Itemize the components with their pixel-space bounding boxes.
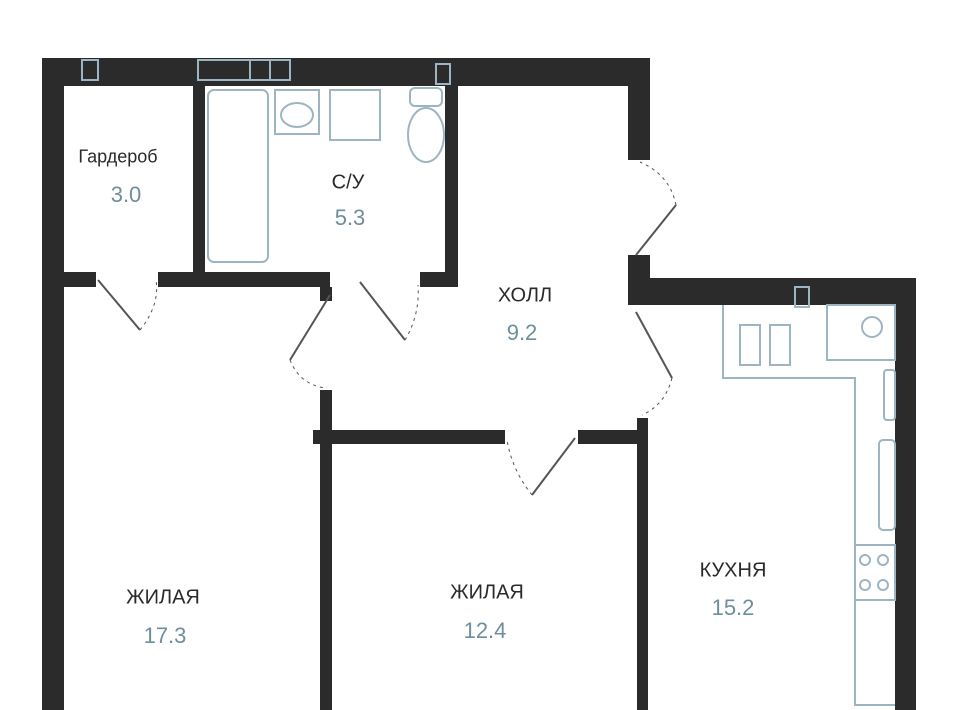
vent-icon bbox=[197, 59, 271, 81]
fixtures bbox=[81, 59, 896, 706]
wall bbox=[158, 272, 330, 287]
room-name-bathroom: С/У bbox=[331, 171, 365, 194]
sink-icon bbox=[274, 89, 320, 135]
doors bbox=[97, 161, 677, 496]
door bbox=[531, 437, 576, 496]
sink-bowl-icon bbox=[280, 102, 314, 128]
wall bbox=[420, 272, 458, 287]
vent-icon bbox=[249, 59, 291, 81]
kitchen-counter bbox=[722, 305, 895, 706]
fridge-icon bbox=[878, 439, 896, 531]
bath-right-wall bbox=[445, 86, 458, 286]
door bbox=[635, 311, 673, 379]
room-area-wardrobe: 3.0 bbox=[110, 182, 142, 207]
wardrobe-bath-divider bbox=[193, 86, 205, 278]
room-area-kitchen: 15.2 bbox=[711, 595, 755, 620]
room-area-bathroom: 5.3 bbox=[334, 205, 366, 230]
room-name-kitchen: КУХНЯ bbox=[699, 559, 767, 582]
room-area-living-1: 17.3 bbox=[143, 623, 187, 648]
wall bbox=[320, 390, 332, 710]
top-wall bbox=[42, 58, 650, 86]
toilet-icon bbox=[407, 107, 445, 163]
left-wall bbox=[42, 58, 64, 710]
boiler-icon bbox=[826, 304, 896, 361]
vent-icon bbox=[794, 286, 810, 308]
vent-icon bbox=[435, 63, 451, 85]
door bbox=[635, 204, 677, 256]
kitchen-top-wall bbox=[628, 278, 916, 305]
dishwasher-icon bbox=[883, 369, 896, 421]
washer-icon bbox=[329, 89, 381, 141]
hall-right-wall-upper bbox=[628, 58, 650, 160]
toilet-tank-icon bbox=[409, 87, 443, 107]
fan-icon bbox=[861, 316, 883, 338]
room-name-living-2: ЖИЛАЯ bbox=[450, 581, 524, 604]
right-wall bbox=[895, 278, 916, 710]
wall bbox=[320, 287, 332, 301]
room-area-hall: 9.2 bbox=[506, 320, 538, 345]
wall bbox=[313, 430, 505, 444]
walls bbox=[42, 58, 916, 710]
door bbox=[97, 279, 141, 331]
kitchen-sink-icon bbox=[769, 324, 791, 366]
bathtub-icon bbox=[207, 89, 269, 263]
room-name-hall: ХОЛЛ bbox=[497, 284, 553, 307]
door bbox=[359, 281, 406, 341]
wall bbox=[64, 272, 96, 287]
door bbox=[289, 294, 331, 361]
wall bbox=[578, 430, 640, 444]
cooktop-icon bbox=[854, 544, 896, 601]
room-name-living-1: ЖИЛАЯ bbox=[126, 586, 200, 609]
kitchen-left-wall bbox=[637, 418, 648, 710]
vent-icon bbox=[81, 59, 99, 81]
room-area-living-2: 12.4 bbox=[463, 618, 507, 643]
kitchen-sink-icon bbox=[739, 324, 761, 366]
room-name-wardrobe: Гардероб bbox=[78, 146, 158, 167]
